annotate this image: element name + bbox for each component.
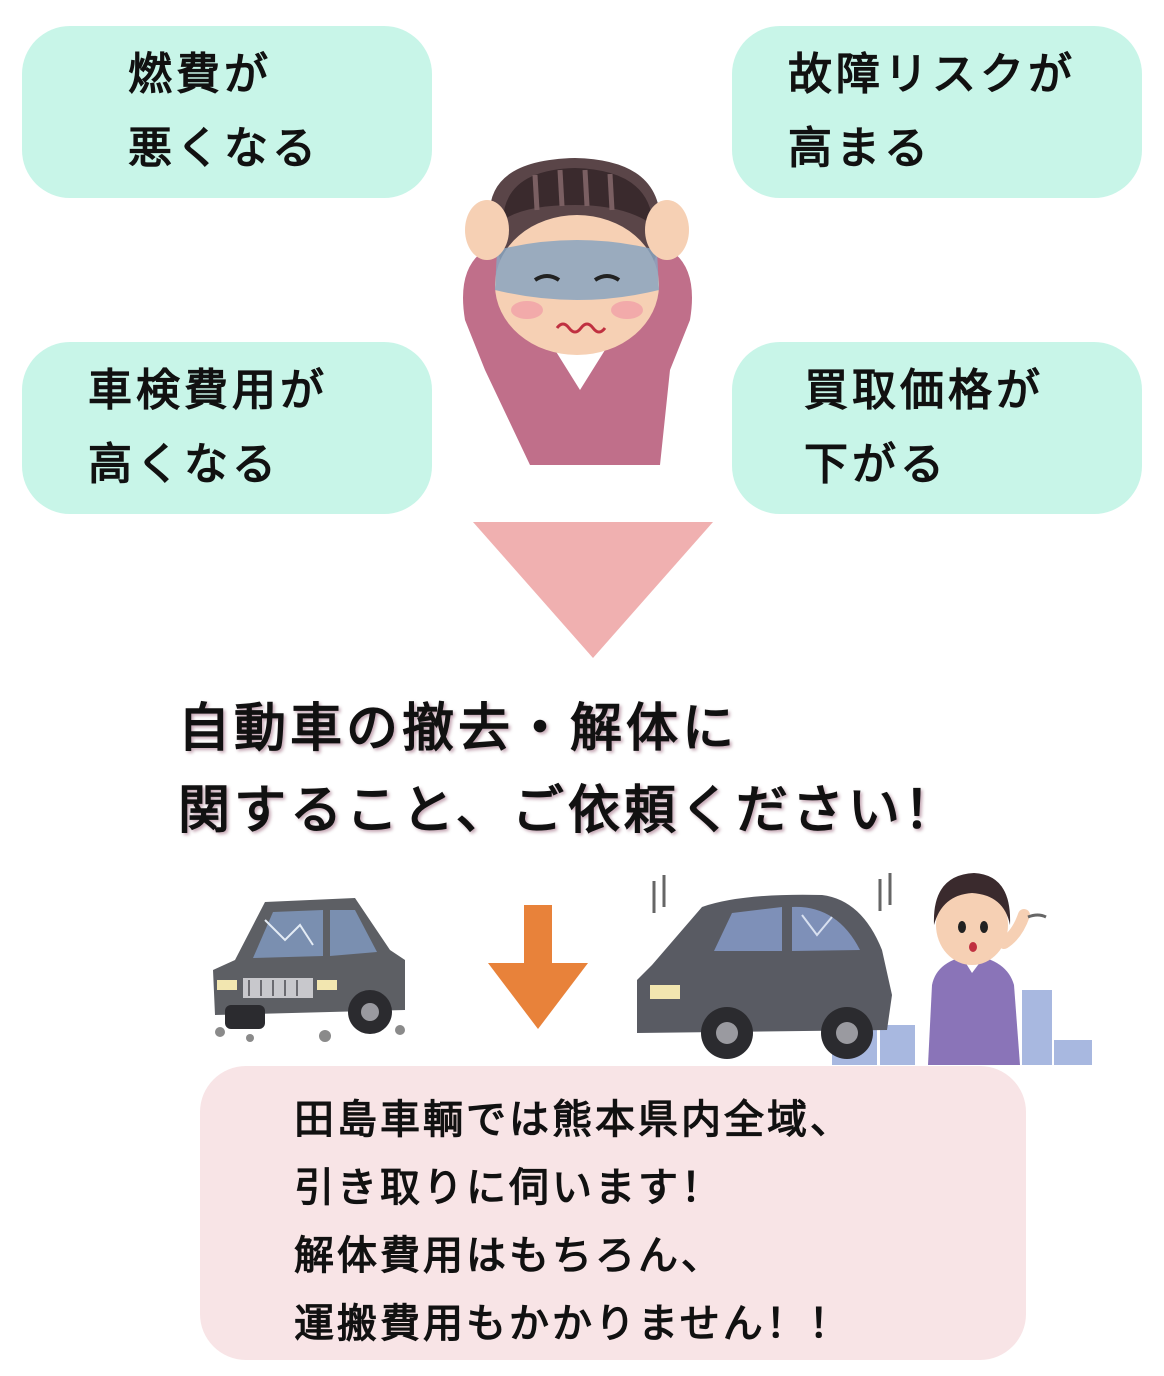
service-notice: 田島車輌では熊本県内全域、 引き取りに伺います！ 解体費用はもちろん、 運搬費用… [200, 1066, 1026, 1360]
bubble-line: 故障リスクが [788, 49, 1076, 100]
bubble-resale-value: 買取価格が 下がる [732, 342, 1142, 514]
bubble-line: 高まる [788, 123, 932, 174]
headline-line: 関すること、ご依頼ください！ [178, 780, 960, 841]
notice-line: 引き取りに伺います！ [294, 1164, 724, 1211]
notice-line: 田島車輌では熊本県内全域、 [294, 1096, 853, 1143]
broken-car-illustration [213, 898, 405, 1042]
headline-line: 自動車の撤去・解体に [178, 698, 739, 759]
bubble-line: 下がる [804, 439, 948, 490]
bubble-breakdown-risk: 故障リスクが 高まる [732, 26, 1142, 198]
big-down-arrow-icon [473, 522, 713, 658]
bubble-line: 買取価格が [804, 365, 1044, 416]
headline: 自動車の撤去・解体に 関すること、ご依頼ください！ [178, 688, 1118, 852]
bubble-line: 車検費用が [88, 365, 328, 416]
bubble-inspection-cost: 車検費用が 高くなる [22, 342, 432, 514]
bubble-line: 高くなる [88, 439, 280, 490]
car-and-puzzled-woman-illustration [637, 873, 1092, 1065]
notice-line: 運搬費用もかかりません！！ [294, 1300, 852, 1347]
bubble-line: 悪くなる [128, 123, 320, 174]
bubble-fuel-efficiency: 燃費が 悪くなる [22, 26, 432, 198]
worried-woman-illustration [463, 158, 692, 465]
notice-line: 解体費用はもちろん、 [294, 1232, 724, 1279]
bubble-line: 燃費が [128, 49, 272, 100]
orange-down-arrow-icon [488, 905, 588, 1029]
